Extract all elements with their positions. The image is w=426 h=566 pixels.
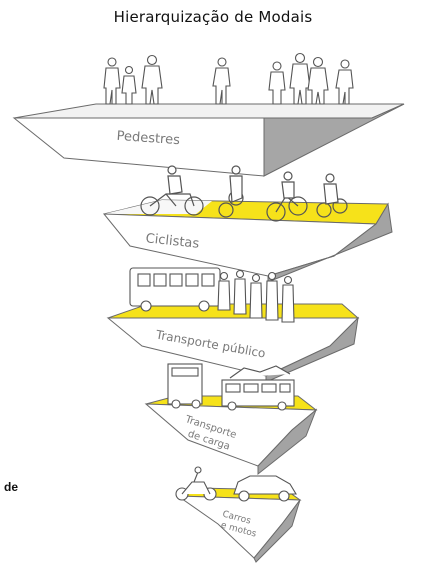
side-caption-fragment: de (4, 480, 19, 494)
cyclists-icon (140, 165, 348, 222)
level-pedestrians: Pedestres (12, 103, 405, 177)
truck-icon (167, 363, 295, 411)
level-cargo: Transporte de carga (144, 395, 318, 476)
level-label-ciclistas: Ciclistas (145, 231, 200, 252)
diagram-title: Hierarquização de Modais (113, 8, 313, 26)
car-motorcycle-icon (175, 466, 297, 502)
level-public-transport: Transporte público (106, 303, 360, 383)
level-label-pedestres: Pedestres (116, 129, 180, 148)
level-cyclists: Ciclistas (102, 199, 393, 283)
bus-icon (129, 267, 295, 323)
pedestrians-icon (103, 52, 354, 105)
